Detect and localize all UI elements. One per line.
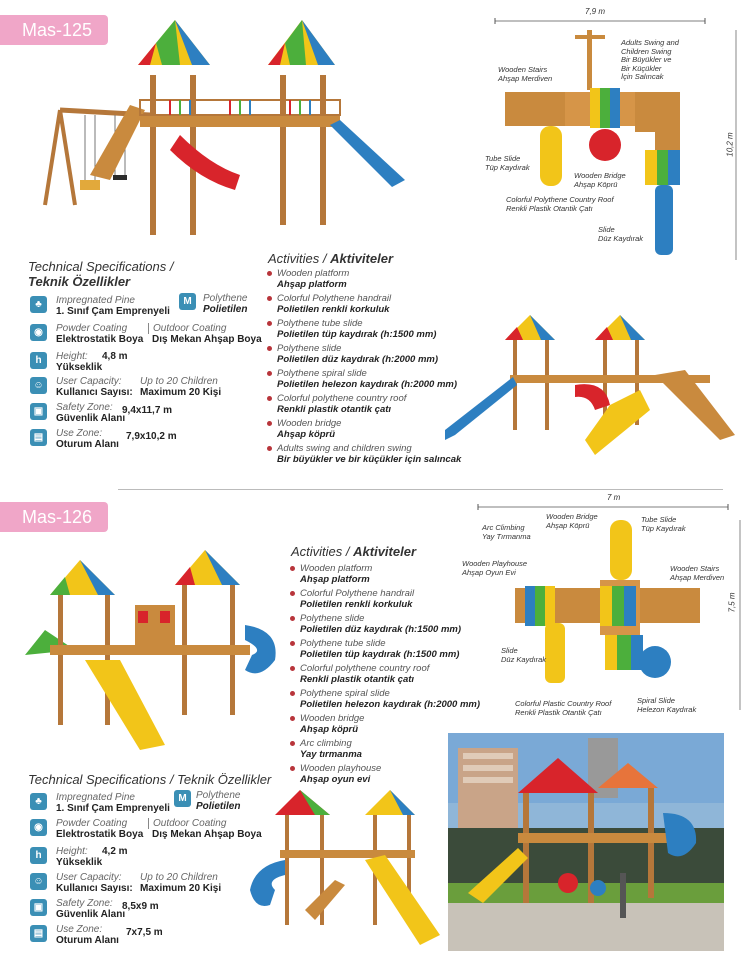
product-render-mas126-back <box>250 790 440 945</box>
tech-spec-title: Technical Specifications /Teknik Özellik… <box>28 259 174 289</box>
activities-title: Activities / Aktiviteler <box>291 544 417 559</box>
product-code-tab: Mas-125 <box>0 15 108 45</box>
pine-icon: ♣ <box>30 296 47 313</box>
plan-width-line <box>494 18 706 24</box>
use-zone-icon: ▤ <box>30 925 47 942</box>
plan-diagram-mas126 <box>515 520 700 683</box>
users-icon: ☺ <box>30 377 47 394</box>
polythene-icon: M <box>174 790 191 807</box>
plan-height-dimension: 7,5 m <box>727 592 737 613</box>
polythene-icon: M <box>179 293 196 310</box>
section-divider <box>118 489 723 490</box>
plan-diagram-mas125 <box>505 30 680 255</box>
plan-width-line <box>477 504 729 510</box>
use-zone-icon: ▤ <box>30 429 47 446</box>
coating-icon: ◉ <box>30 324 47 341</box>
installation-photo <box>448 733 724 951</box>
pine-icon: ♣ <box>30 793 47 810</box>
product-render-mas126 <box>25 550 276 750</box>
tech-spec-title: Technical Specifications / Teknik Özelli… <box>28 772 272 787</box>
plan-height-line <box>735 30 737 260</box>
height-icon: h <box>30 847 47 864</box>
product-render-mas125-back <box>445 315 735 455</box>
plan-width-dimension: 7,9 m <box>585 7 606 16</box>
safety-zone-icon: ▣ <box>30 899 47 916</box>
coating-icon: ◉ <box>30 819 47 836</box>
activities-title: Activities / Aktiviteler <box>268 251 394 266</box>
product-render-mas125 <box>43 20 405 235</box>
users-icon: ☺ <box>30 873 47 890</box>
height-icon: h <box>30 352 47 369</box>
plan-width-dimension: 7 m <box>607 493 621 502</box>
product-code-tab: Mas-126 <box>0 502 108 532</box>
plan-height-line <box>739 520 741 710</box>
safety-zone-icon: ▣ <box>30 403 47 420</box>
